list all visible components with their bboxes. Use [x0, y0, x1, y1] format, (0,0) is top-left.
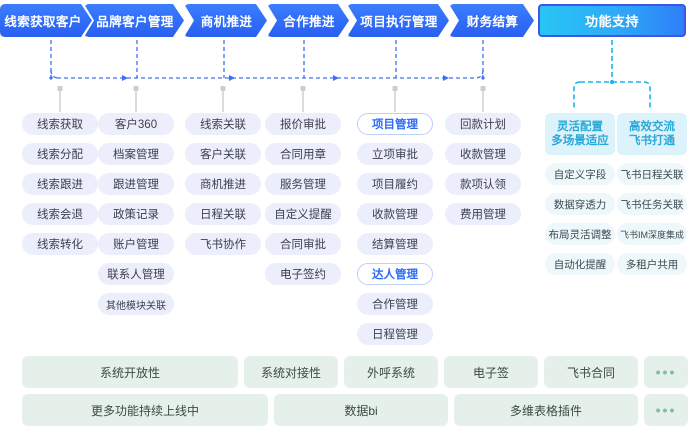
pill-item[interactable]: 合同用章 — [265, 143, 341, 165]
band-cell[interactable]: 外呼系统 — [344, 356, 438, 388]
pill-item[interactable]: 政策记录 — [98, 203, 174, 225]
pill-item[interactable]: 飞书协作 — [185, 233, 261, 255]
pill-item[interactable]: 费用管理 — [445, 203, 521, 225]
band-cell[interactable]: 飞书合同 — [544, 356, 638, 388]
column-brand-customer: 客户360 档案管理跟进管理政策记录账户管理联系人管理其他模块关联 — [98, 113, 174, 323]
pill-item[interactable]: 自定义提醒 — [265, 203, 341, 225]
pill-item[interactable]: 日程关联 — [185, 203, 261, 225]
pill-item[interactable]: 达人管理 — [357, 263, 433, 285]
column-project-execution: 项目管理立项审批项目履约收款管理结算管理达人管理合作管理日程管理 — [357, 113, 433, 353]
column-lead-acquisition: 线索获取线索分配线索跟进线索会退线索转化 — [22, 113, 98, 263]
pill-item[interactable]: 收款管理 — [357, 203, 433, 225]
pill-item[interactable]: 收款管理 — [445, 143, 521, 165]
band-cell[interactable]: 更多功能持续上线中 — [22, 394, 268, 426]
pill-item[interactable]: 结算管理 — [357, 233, 433, 255]
stage-1[interactable]: 线索获取客户 — [0, 4, 92, 37]
band-cell[interactable]: 系统开放性 — [22, 356, 238, 388]
feature-pill[interactable]: 飞书IM深度集成 — [617, 223, 687, 245]
band-cell[interactable]: 数据bi — [274, 394, 448, 426]
feature-head-line: 飞书打通 — [629, 135, 675, 147]
feature-pill[interactable]: 自动化提醒 — [545, 253, 615, 275]
feature-head-line: 灵活配置 — [557, 121, 603, 133]
pill-item[interactable]: 线索关联 — [185, 113, 261, 135]
feature-pill[interactable]: 自定义字段 — [545, 163, 615, 185]
column-opportunity: 线索关联客户关联商机推进日程关联飞书协作 — [185, 113, 261, 263]
pill-item[interactable]: 项目履约 — [357, 173, 433, 195]
pill-item[interactable]: 线索分配 — [22, 143, 98, 165]
stage-6[interactable]: 财务结算 — [449, 4, 534, 37]
band-cell[interactable]: 系统对接性 — [244, 356, 338, 388]
pill-item[interactable]: 服务管理 — [265, 173, 341, 195]
pill-item[interactable]: 客户关联 — [185, 143, 261, 165]
pill-item[interactable]: 线索会退 — [22, 203, 98, 225]
pill-item[interactable]: 报价审批 — [265, 113, 341, 135]
pill-item[interactable]: 客户360 — [98, 113, 174, 135]
pill-item[interactable]: 款项认领 — [445, 173, 521, 195]
pill-item[interactable]: 账户管理 — [98, 233, 174, 255]
pill-item[interactable]: 立项审批 — [357, 143, 433, 165]
feature-pill[interactable]: 多租户共用 — [617, 253, 687, 275]
pill-item[interactable]: 线索跟进 — [22, 173, 98, 195]
pill-item[interactable]: 合同审批 — [265, 233, 341, 255]
feature-pill[interactable]: 数据穿透力 — [545, 193, 615, 215]
stage-4[interactable]: 合作推进 — [267, 4, 349, 37]
feature-head-line: 多场景适应 — [551, 135, 609, 147]
support-box[interactable]: 功能支持 — [538, 4, 686, 37]
stage-5[interactable]: 项目执行管理 — [347, 4, 449, 37]
feature-pill[interactable]: 飞书任务关联 — [617, 193, 687, 215]
feature-head-card[interactable]: 灵活配置多场景适应 — [545, 113, 615, 155]
more-button[interactable]: ••• — [644, 356, 688, 388]
stage-2[interactable]: 品牌客户管理 — [84, 4, 184, 37]
pill-item[interactable]: 跟进管理 — [98, 173, 174, 195]
feature-head-card[interactable]: 高效交流飞书打通 — [617, 113, 687, 155]
pill-item[interactable]: 合作管理 — [357, 293, 433, 315]
pill-item[interactable]: 回款计划 — [445, 113, 521, 135]
pill-item[interactable]: 项目管理 — [357, 113, 433, 135]
column-flexible-config: 灵活配置多场景适应自定义字段数据穿透力布局灵活调整自动化提醒 — [545, 113, 615, 283]
feature-head-line: 高效交流 — [629, 121, 675, 133]
pill-item[interactable]: 商机推进 — [185, 173, 261, 195]
feature-pill[interactable]: 飞书日程关联 — [617, 163, 687, 185]
pill-item[interactable]: 线索转化 — [22, 233, 98, 255]
pill-item[interactable]: 联系人管理 — [98, 263, 174, 285]
pill-item[interactable]: 其他模块关联 — [98, 293, 174, 315]
stage-3[interactable]: 商机推进 — [184, 4, 267, 37]
pill-item[interactable]: 电子签约 — [265, 263, 341, 285]
bottom-band-row-1: 系统开放性系统对接性外呼系统电子签飞书合同••• — [0, 356, 690, 388]
band-cell[interactable]: 多维表格插件 — [454, 394, 638, 426]
band-cell[interactable]: 电子签 — [444, 356, 538, 388]
stage-row: 线索获取客户品牌客户管理商机推进合作推进项目执行管理财务结算 — [0, 4, 534, 38]
feature-pill[interactable]: 布局灵活调整 — [545, 223, 615, 245]
more-button[interactable]: ••• — [644, 394, 688, 426]
pill-item[interactable]: 档案管理 — [98, 143, 174, 165]
column-cooperation: 报价审批合同用章服务管理自定义提醒合同审批电子签约 — [265, 113, 341, 293]
pill-item[interactable]: 线索获取 — [22, 113, 98, 135]
column-efficient-communication: 高效交流飞书打通飞书日程关联飞书任务关联飞书IM深度集成多租户共用 — [617, 113, 687, 283]
column-finance-settlement: 回款计划收款管理款项认领费用管理 — [445, 113, 521, 233]
pill-item[interactable]: 日程管理 — [357, 323, 433, 345]
